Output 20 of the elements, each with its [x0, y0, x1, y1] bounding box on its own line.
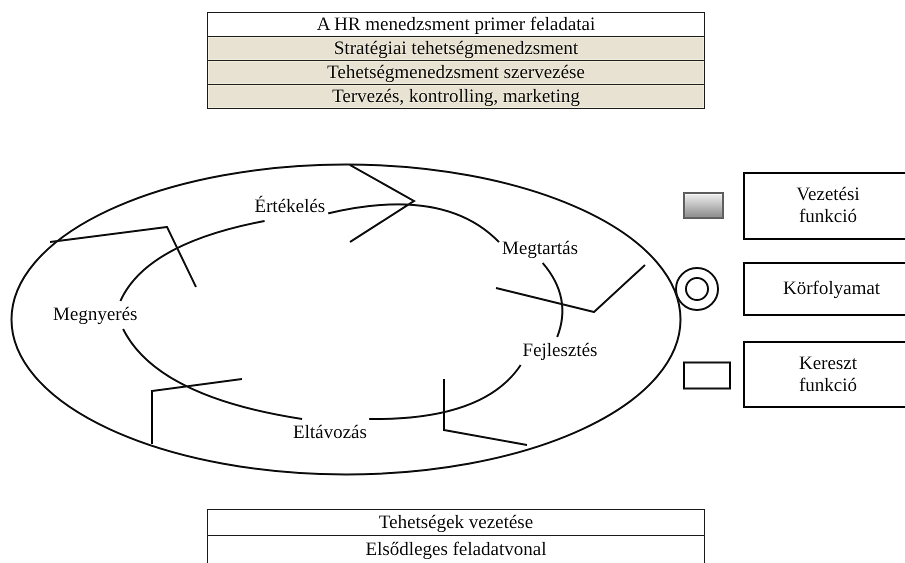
connector-arc — [542, 262, 564, 338]
connector-arc — [122, 328, 302, 420]
connector-arc — [328, 203, 500, 243]
stage-label: Értékelés — [254, 196, 326, 218]
stage-label: Eltávozás — [293, 422, 367, 444]
legend-label: Kereszt funkció — [743, 341, 905, 408]
stage-label: Fejlesztés — [522, 340, 598, 362]
connector-arc — [120, 220, 265, 302]
table-header-cell: A HR menedzsment primer feladatai — [207, 12, 705, 37]
table-cell: Elsődleges feladatvonal — [207, 535, 705, 563]
table-cell: Tervezés, kontrolling, marketing — [207, 84, 705, 109]
table-cell: Tehetségmenedzsment szervezése — [207, 60, 705, 85]
connector-arc — [369, 364, 522, 420]
legend-label: Körfolyamat — [743, 262, 905, 316]
ellipse — [10, 163, 682, 476]
table-cell: Stratégiai tehetségmenedzsment — [207, 36, 705, 61]
stage-label: Megtartás — [502, 238, 578, 260]
table-cell: Tehetségek vezetése — [207, 509, 705, 536]
stage-label: Megnyerés — [53, 304, 138, 326]
legend-label: Vezetési funkció — [743, 172, 905, 240]
